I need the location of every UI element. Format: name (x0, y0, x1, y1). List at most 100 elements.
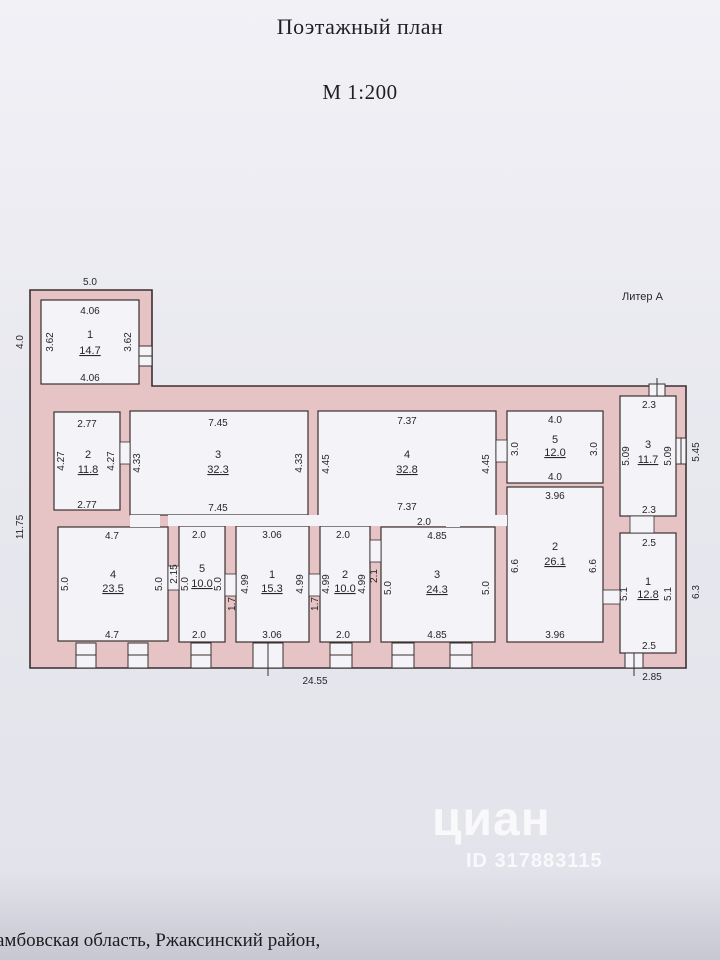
page-shadow (0, 870, 720, 960)
dim-r5t-bot: 4.0 (548, 472, 562, 483)
plan-scale: М 1:200 (322, 80, 398, 104)
dim-r4t-l: 4.45 (321, 454, 332, 474)
dim-annex-in-bot: 4.06 (80, 373, 100, 384)
dim-r5b-gap: 2.15 (169, 564, 180, 584)
room-1-right (619, 532, 677, 654)
dim-r2b-gap-l: 1.7 (310, 597, 321, 611)
room-area-2-big: 26.1 (544, 556, 565, 568)
room-area-4-top: 32.8 (396, 464, 417, 476)
dim-r3b-r: 5.0 (481, 581, 492, 595)
dim-r1r-l: 5.1 (619, 587, 630, 601)
dim-r1b-bot: 3.06 (262, 630, 282, 641)
liter-label: Литер А (622, 291, 664, 303)
room-area-1-right: 12.8 (637, 589, 658, 601)
dim-corridor-w: 2.0 (417, 517, 431, 528)
dim-annex-in-r: 3.62 (123, 332, 134, 352)
dim-annex-outer-w: 5.0 (83, 277, 97, 288)
dim-r2l-l: 4.27 (56, 451, 67, 471)
room-label-5-bottom: 5 (199, 563, 205, 575)
room-area-3-right: 11.7 (638, 454, 659, 466)
room-area-2-left: 11.8 (78, 464, 99, 476)
room-label-5-top: 5 (552, 434, 558, 446)
room-1-bottom (235, 525, 310, 643)
room-label-3-top: 3 (215, 449, 221, 461)
dim-annex-outer-h: 4.0 (15, 335, 26, 349)
dim-r1b-r: 4.99 (295, 574, 306, 594)
dim-r2big-top: 3.96 (545, 491, 565, 502)
room-label-1-right: 1 (645, 576, 651, 588)
room-area-3-top: 32.3 (207, 464, 228, 476)
room-label-2-big: 2 (552, 541, 558, 553)
dim-r3r-top: 2.3 (642, 400, 656, 411)
dim-r3b-top: 4.85 (427, 531, 447, 542)
room-label-1-bottom: 1 (269, 569, 275, 581)
dim-r2b-top: 2.0 (336, 530, 350, 541)
dim-r2l-top: 2.77 (77, 419, 97, 430)
dim-r3b-bot: 4.85 (427, 630, 447, 641)
room-label-annex-1: 1 (87, 329, 93, 341)
room-area-2-bottom: 10.0 (334, 583, 355, 595)
room-2-bottom (319, 525, 371, 643)
room-label-2-bottom: 2 (342, 569, 348, 581)
dim-r5b-top: 2.0 (192, 530, 206, 541)
room-3-right (619, 395, 677, 517)
listing-id-watermark: ID 317883115 (466, 850, 603, 872)
cian-watermark: циан (432, 793, 551, 846)
room-area-1-bottom: 15.3 (261, 583, 282, 595)
dim-r4b-l: 5.0 (60, 577, 71, 591)
dim-r4b-r: 5.0 (154, 577, 165, 591)
dim-r1r-top: 2.5 (642, 538, 656, 549)
corridor (168, 515, 507, 526)
room-3-bottom (380, 526, 496, 643)
dim-r5b-bot: 2.0 (192, 630, 206, 641)
dim-r2b-gap-r: 2.1 (369, 569, 380, 583)
dim-total-h: 11.75 (15, 514, 26, 539)
dim-ticks (267, 378, 658, 676)
dim-r4t-bot: 7.37 (397, 502, 417, 513)
dim-r2big-l: 6.6 (510, 559, 521, 573)
dim-r2big-bot: 3.96 (545, 630, 565, 641)
dim-r2b-l: 4.99 (321, 574, 332, 594)
dim-r3t-r: 4.33 (294, 453, 305, 473)
dim-right-outer-top: 5.45 (691, 442, 702, 462)
room-2-big (506, 486, 604, 643)
room-4-top (317, 410, 497, 518)
doors (119, 439, 655, 605)
page-title: Поэтажный план (276, 14, 444, 39)
dim-r5t-top: 4.0 (548, 415, 562, 426)
dim-r3r-l: 5.09 (621, 446, 632, 466)
dim-r1r-bot: 2.5 (642, 641, 656, 652)
dim-r3r-bot: 2.3 (642, 505, 656, 516)
dim-r5t-l: 3.0 (510, 442, 521, 456)
dim-r2b-r: 4.99 (357, 574, 368, 594)
room-3-top (129, 410, 309, 516)
room-area-annex-1: 14.7 (79, 345, 100, 357)
dim-r2l-bot: 2.77 (77, 500, 97, 511)
dim-annex-in-top: 4.06 (80, 306, 100, 317)
dim-annex-in-l: 3.62 (45, 332, 56, 352)
dim-r1r-r: 5.1 (663, 587, 674, 601)
dim-right-bottom: 2.85 (642, 672, 662, 683)
room-area-5-top: 12.0 (544, 447, 565, 459)
dim-r5b-l: 5.0 (180, 577, 191, 591)
room-label-3-bottom: 3 (434, 569, 440, 581)
dim-r1b-gap: 1.7 (227, 597, 238, 611)
dim-r3t-bot: 7.45 (208, 503, 228, 514)
dim-r3t-l: 4.33 (132, 453, 143, 473)
dim-right-outer-bot: 6.3 (691, 585, 702, 599)
dim-r4b-bot: 4.7 (105, 630, 119, 641)
windows (75, 345, 687, 669)
dim-r4t-r: 4.45 (481, 454, 492, 474)
dim-r1b-top: 3.06 (262, 530, 282, 541)
dim-r2big-r: 6.6 (588, 559, 599, 573)
room-2-left (53, 411, 121, 511)
room-area-3-bottom: 24.3 (426, 584, 447, 596)
room-annex-1 (40, 299, 140, 385)
dim-r1b-l: 4.99 (240, 574, 251, 594)
room-5-bottom (178, 525, 226, 643)
dim-r3r-r: 5.09 (663, 446, 674, 466)
address-text: амбовская область, Ржаксинский район, (0, 930, 321, 951)
dim-r4t-top: 7.37 (397, 416, 417, 427)
